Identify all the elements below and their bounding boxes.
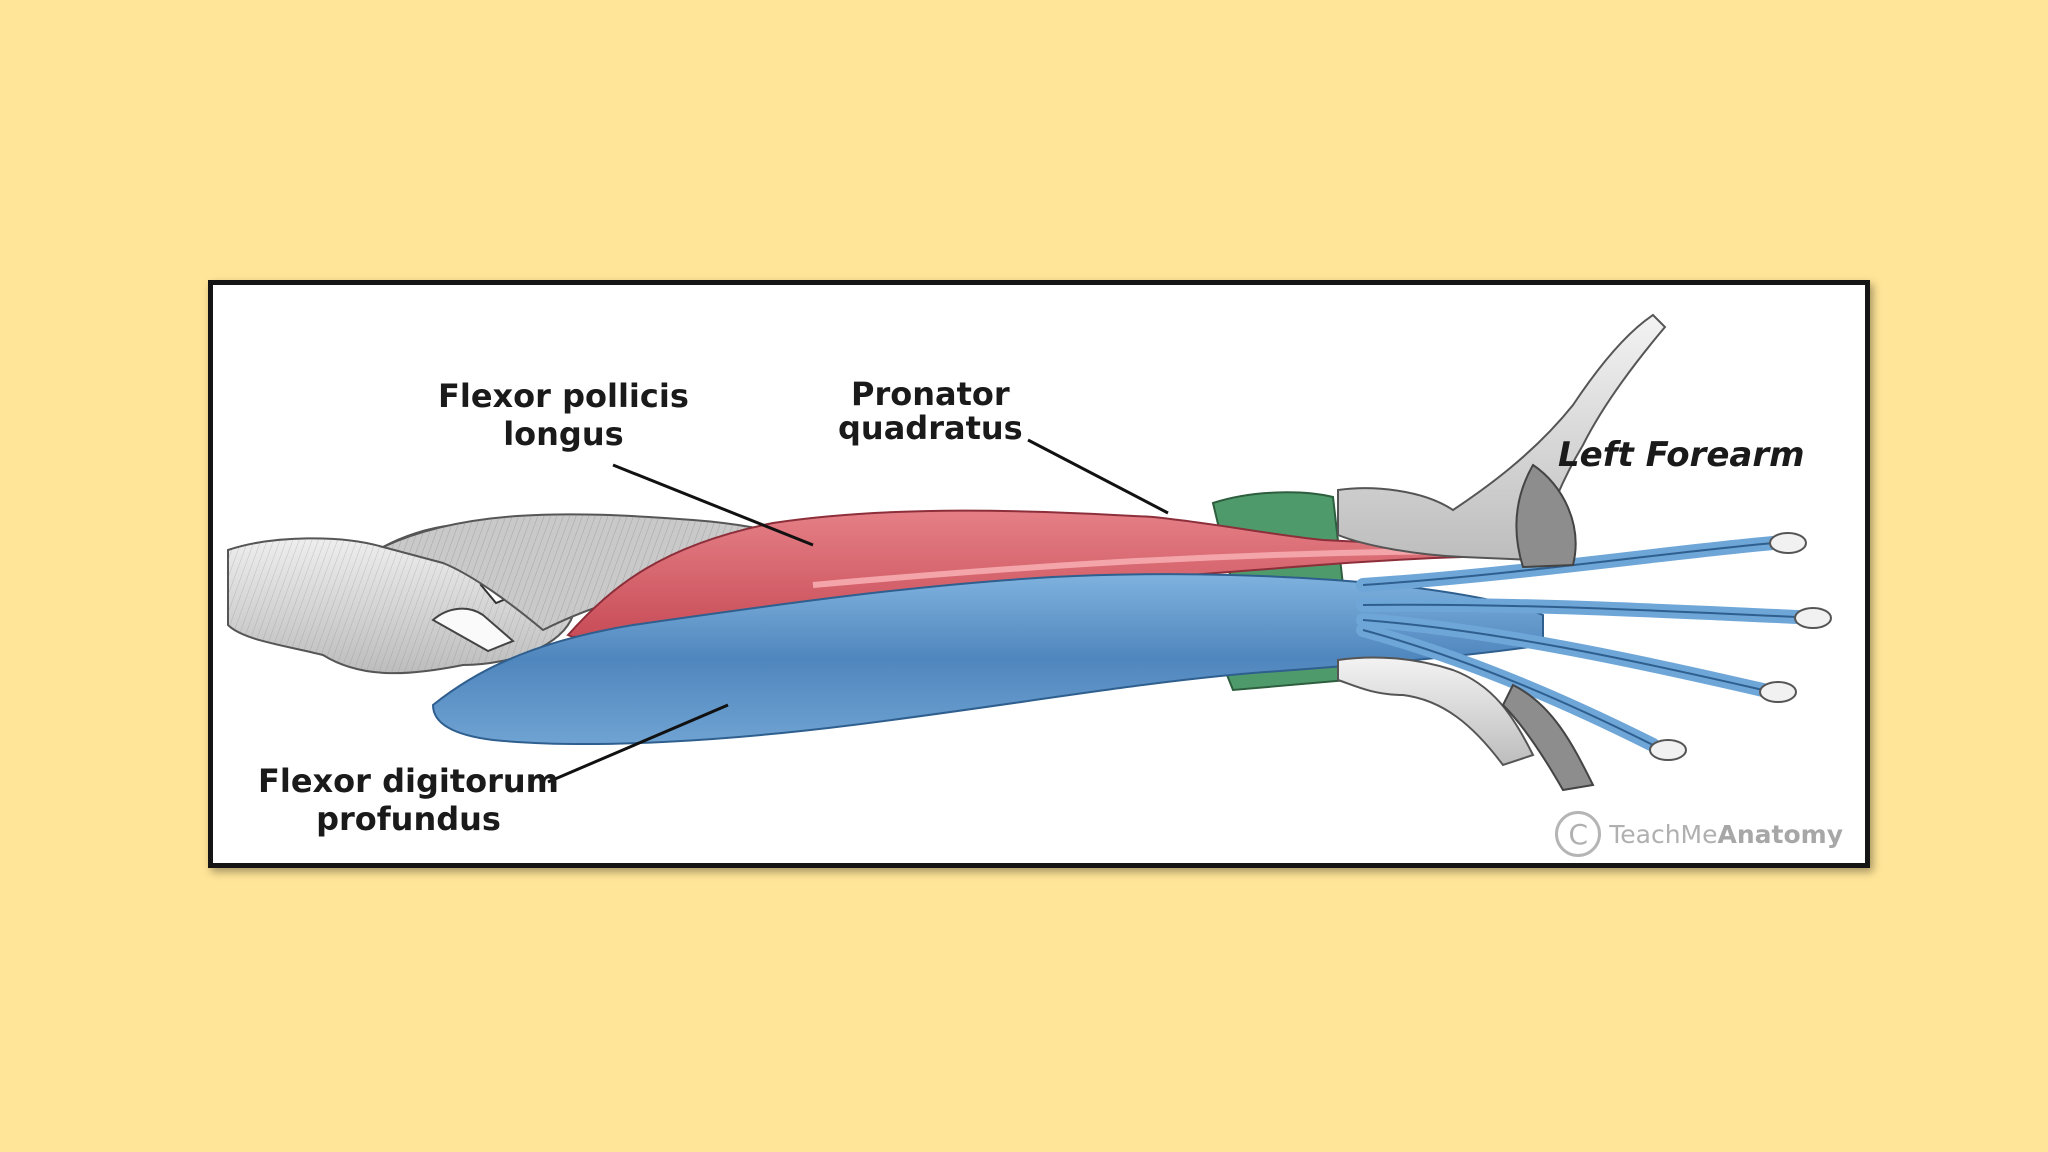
flexor-digitorum-profundus-muscle (431, 536, 1805, 752)
leader-lines (547, 438, 1169, 784)
pq-line1: Pronator (851, 375, 1010, 413)
watermark-part1: TeachMe (1609, 819, 1718, 849)
label-flexor-digitorum-profundus: Flexor digitorum profundus (258, 762, 559, 838)
forearm-illustration (227, 313, 1832, 792)
label-pronator-quadratus: Pronator quadratus (838, 377, 1023, 445)
diagram-frame: Flexor pollicis longus Pronator quadratu… (208, 280, 1870, 868)
fpl-leader-line (612, 463, 814, 547)
label-flexor-pollicis-longus: Flexor pollicis longus (438, 377, 689, 453)
fdp-line1: Flexor digitorum (258, 762, 560, 800)
fdp-line2: profundus (316, 800, 501, 838)
copyright-icon: C (1555, 811, 1602, 857)
hand-bones (1337, 313, 1832, 792)
watermark-part2: Anatomy (1717, 819, 1844, 849)
pq-leader-line (1027, 438, 1169, 515)
fpl-line2: longus (503, 415, 624, 453)
pq-line2: quadratus (838, 409, 1023, 447)
fpl-line1: Flexor pollicis (438, 377, 689, 415)
diagram-title: Left Forearm (1558, 435, 1805, 475)
fdp-leader-line (547, 703, 729, 784)
